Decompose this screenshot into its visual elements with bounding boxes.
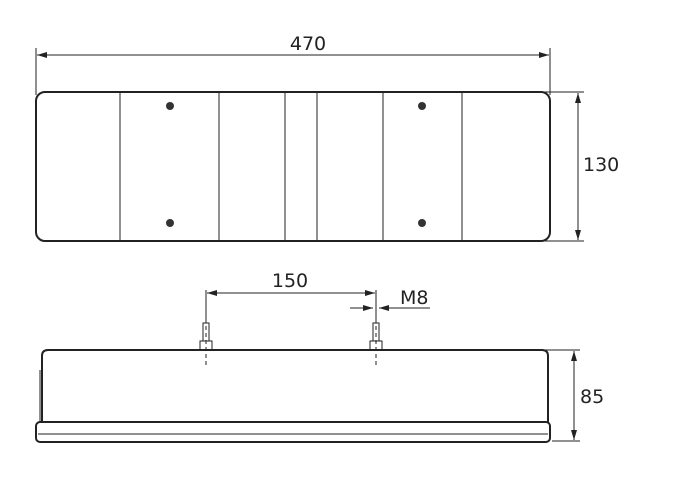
width-dimension bbox=[35, 48, 551, 95]
top-view: 470 130 bbox=[35, 33, 619, 242]
mounting-hole bbox=[166, 102, 174, 110]
lens-base bbox=[35, 421, 551, 443]
width-dimension-label: 470 bbox=[290, 33, 326, 55]
mounting-hole bbox=[166, 219, 174, 227]
housing-outline bbox=[41, 349, 549, 422]
bolt-spacing-label: 150 bbox=[272, 270, 308, 292]
mounting-hole bbox=[418, 219, 426, 227]
bolt-spacing-dimension bbox=[205, 290, 377, 322]
thread-size-label: M8 bbox=[400, 287, 428, 309]
depth-dimension-label: 85 bbox=[580, 386, 604, 408]
mounting-hole bbox=[418, 102, 426, 110]
depth-dimension bbox=[545, 349, 580, 442]
lamp-segment-dividers bbox=[119, 93, 463, 240]
lamp-outline bbox=[35, 91, 551, 242]
mounting-holes bbox=[166, 102, 426, 227]
height-dimension bbox=[540, 91, 584, 242]
height-dimension-label: 130 bbox=[583, 154, 619, 176]
side-view: 150 M8 85 bbox=[35, 270, 604, 443]
